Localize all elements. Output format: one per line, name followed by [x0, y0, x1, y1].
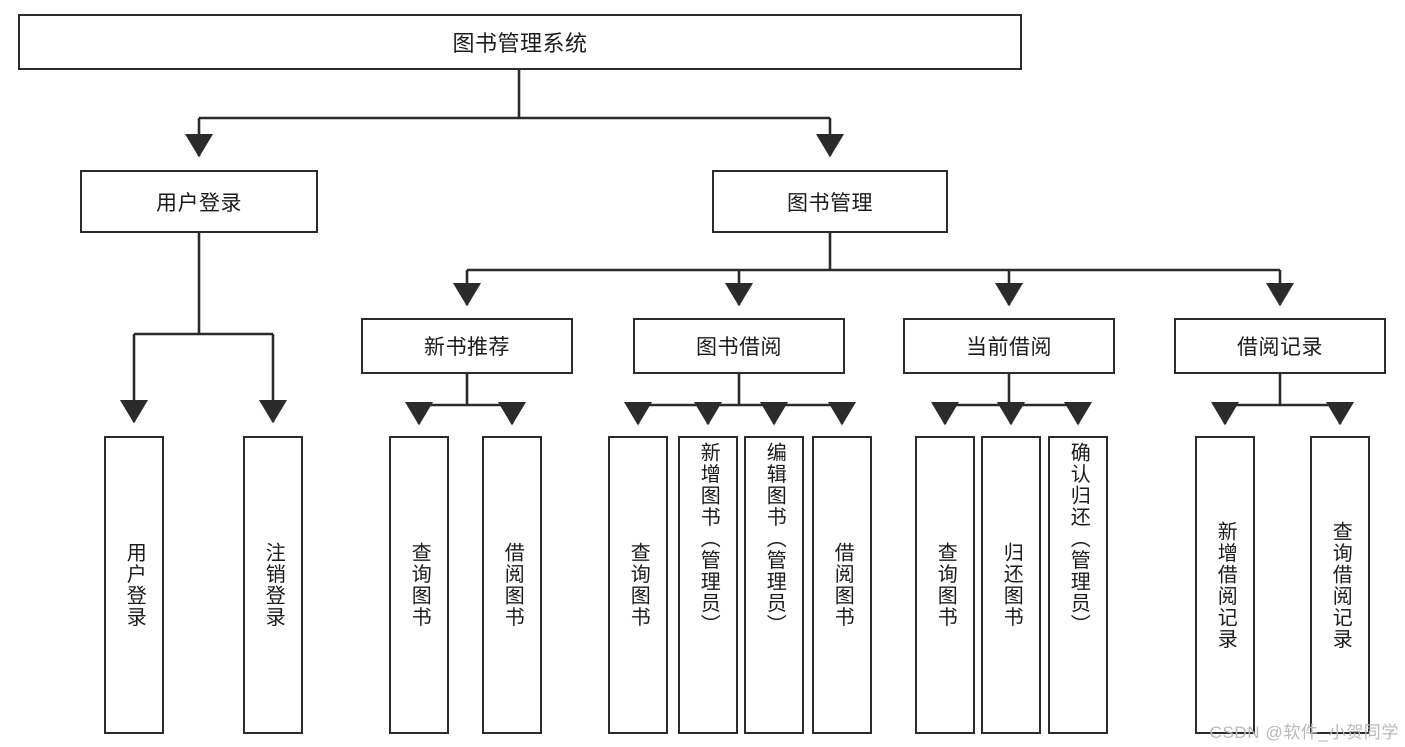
node-label: 用户登录 [123, 542, 146, 628]
node-label: 图书管理 [787, 191, 873, 215]
node-book-management[interactable]: 图书管理 [712, 170, 948, 233]
node-label: 用户登录 [156, 191, 242, 215]
node-book-borrow[interactable]: 图书借阅 [633, 318, 845, 374]
node-user-login[interactable]: 用户登录 [80, 170, 318, 233]
node-label: 图书管理系统 [452, 31, 588, 56]
node-label: 注销登录 [262, 542, 285, 628]
node-label: 确认归还（管理员） [1067, 442, 1090, 636]
leaf-new-book-borrow-book[interactable]: 借阅图书 [482, 436, 542, 734]
leaf-book-borrow-query-book[interactable]: 查询图书 [608, 436, 668, 734]
node-label: 当前借阅 [966, 336, 1052, 359]
leaf-new-book-query-book[interactable]: 查询图书 [389, 436, 449, 734]
node-label: 借阅图书 [831, 542, 854, 628]
leaf-borrow-record-add-record[interactable]: 新增借阅记录 [1195, 436, 1255, 734]
node-label: 借阅记录 [1237, 336, 1323, 359]
node-label: 新增借阅记录 [1214, 520, 1237, 650]
leaf-current-borrow-confirm-return-admin[interactable]: 确认归还（管理员） [1048, 436, 1108, 734]
node-label: 查询图书 [934, 542, 957, 628]
node-label: 查询借阅记录 [1329, 520, 1352, 650]
leaf-book-borrow-edit-book-admin[interactable]: 编辑图书（管理员） [744, 436, 804, 734]
node-current-borrow[interactable]: 当前借阅 [903, 318, 1115, 374]
leaf-current-borrow-return-book[interactable]: 归还图书 [981, 436, 1041, 734]
node-label: 查询图书 [627, 542, 650, 628]
node-root-book-management-system[interactable]: 图书管理系统 [18, 14, 1022, 70]
leaf-current-borrow-query-book[interactable]: 查询图书 [915, 436, 975, 734]
leaf-user-login-logout[interactable]: 注销登录 [243, 436, 303, 734]
node-borrow-record[interactable]: 借阅记录 [1174, 318, 1386, 374]
node-label: 新增图书（管理员） [697, 442, 720, 636]
node-label: 编辑图书（管理员） [763, 442, 786, 636]
leaf-borrow-record-query-record[interactable]: 查询借阅记录 [1310, 436, 1370, 734]
node-label: 借阅图书 [501, 542, 524, 628]
leaf-book-borrow-add-book-admin[interactable]: 新增图书（管理员） [678, 436, 738, 734]
node-label: 新书推荐 [424, 336, 510, 359]
node-label: 图书借阅 [696, 336, 782, 359]
leaf-book-borrow-borrow-book[interactable]: 借阅图书 [812, 436, 872, 734]
node-label: 查询图书 [408, 542, 431, 628]
leaf-user-login-login[interactable]: 用户登录 [104, 436, 164, 734]
node-new-book-recommend[interactable]: 新书推荐 [361, 318, 573, 374]
node-label: 归还图书 [1000, 542, 1023, 628]
